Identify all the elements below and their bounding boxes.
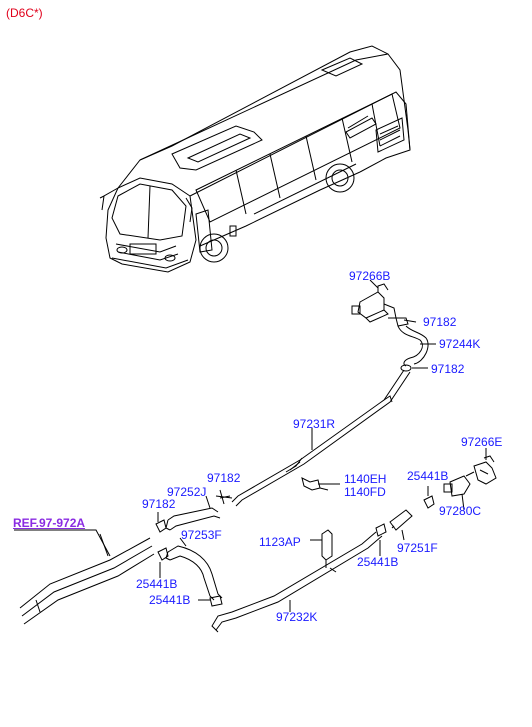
part-label-97266B[interactable]: 97266B xyxy=(349,269,391,283)
part-label-25441B-d[interactable]: 25441B xyxy=(149,593,191,607)
part-label-97182-c[interactable]: 97182 xyxy=(207,471,241,485)
part-label-97182-a[interactable]: 97182 xyxy=(423,315,457,329)
part-label-25441B-a[interactable]: 25441B xyxy=(407,469,449,483)
part-label-97182-b[interactable]: 97182 xyxy=(431,362,465,376)
bus-illustration xyxy=(99,45,411,273)
part-label-1140EH[interactable]: 1140EH xyxy=(344,472,387,486)
right-fitting-assembly xyxy=(375,448,497,556)
reference-link[interactable]: REF.97-972A xyxy=(13,516,86,530)
part-label-97253F[interactable]: 97253F xyxy=(181,528,222,542)
part-label-97252J[interactable]: 97252J xyxy=(167,485,207,499)
part-label-97231R[interactable]: 97231R xyxy=(293,417,336,431)
lower-pipes xyxy=(19,489,383,633)
upper-fitting-assembly xyxy=(351,279,436,372)
part-label-1140FD[interactable]: 1140FD xyxy=(344,485,386,499)
part-label-97182-d[interactable]: 97182 xyxy=(142,497,176,511)
part-label-1123AP[interactable]: 1123AP xyxy=(259,535,301,549)
part-label-25441B-c[interactable]: 25441B xyxy=(136,577,178,591)
part-label-97266E[interactable]: 97266E xyxy=(461,435,503,449)
pipe-97231R xyxy=(215,369,411,507)
part-label-97244K[interactable]: 97244K xyxy=(439,337,481,351)
part-label-97232K[interactable]: 97232K xyxy=(276,610,318,624)
part-label-97251F[interactable]: 97251F xyxy=(397,541,438,555)
part-label-25441B-b[interactable]: 25441B xyxy=(357,555,399,569)
variant-header: (D6C*) xyxy=(6,6,43,20)
part-label-97280C[interactable]: 97280C xyxy=(439,504,482,518)
